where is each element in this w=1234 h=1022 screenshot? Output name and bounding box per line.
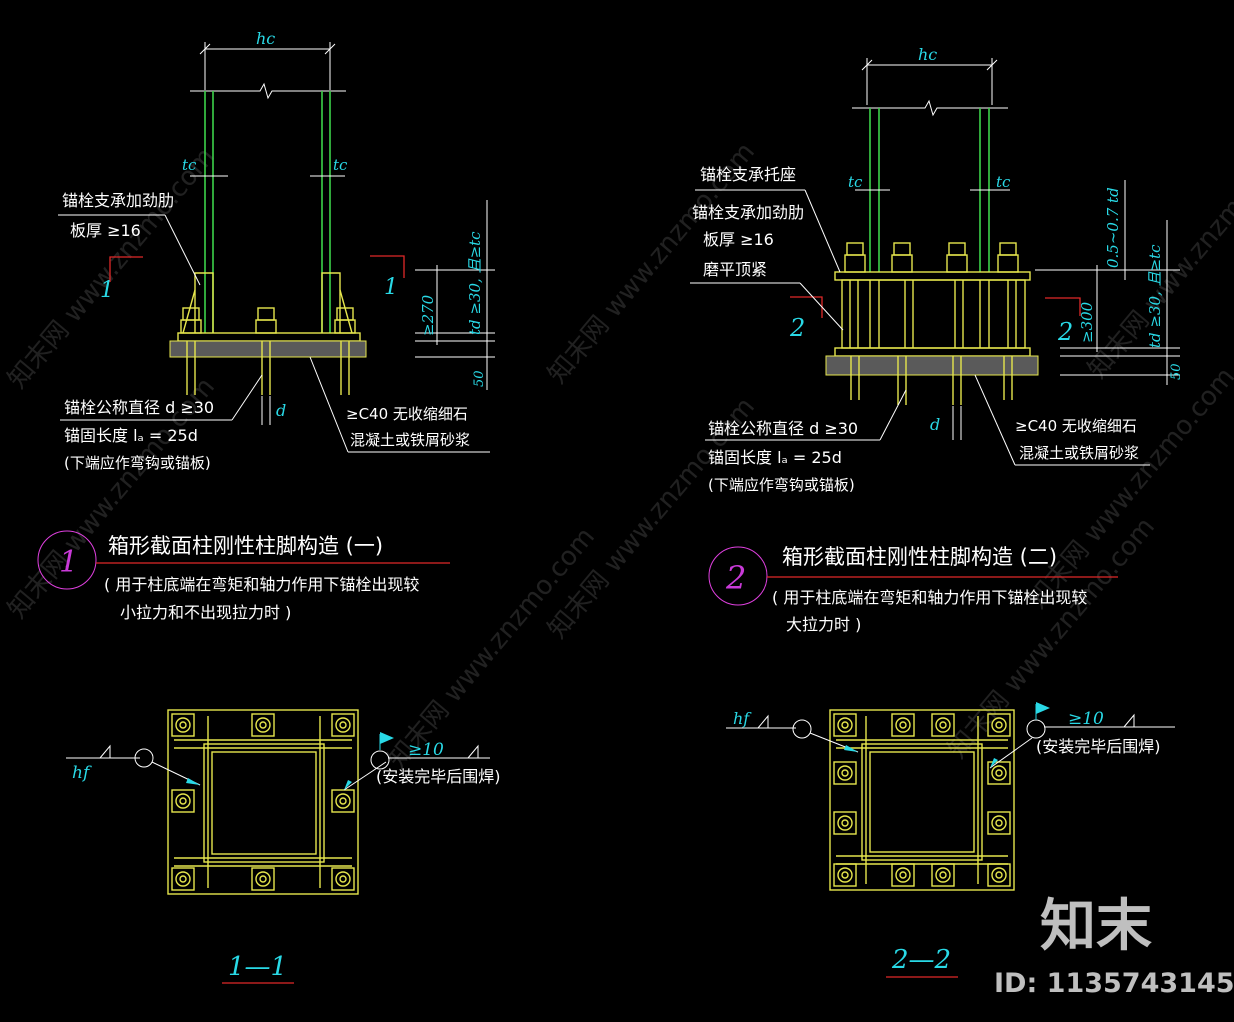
stiffener-label-3: 磨平顶紧 xyxy=(703,260,767,279)
watermark-text: 知末网 www.znzmo.com xyxy=(382,522,601,774)
stiffener-label-1: 锚栓支承加劲肋 xyxy=(692,203,804,222)
dim-hc: hc xyxy=(918,45,937,64)
stiffener-label-2: 板厚 ≥16 xyxy=(703,230,774,249)
detail-subtitle-1: ( 用于柱底端在弯矩和轴力作用下锚栓出现较 xyxy=(104,575,419,594)
grout-label-1: ≥C40 无收缩细石 xyxy=(1015,417,1137,435)
stiffener-label-2: 板厚 ≥16 xyxy=(70,221,141,240)
bolt-label-2: 锚固长度 lₐ = 25d xyxy=(64,426,198,445)
detail-subtitle-1: ( 用于柱底端在弯矩和轴力作用下锚栓出现较 xyxy=(772,588,1087,607)
weld-hf: hf xyxy=(733,709,752,728)
detail-title: 箱形截面柱刚性柱脚构造 (一) xyxy=(108,534,383,558)
anchor-bolt xyxy=(844,242,1019,405)
dim-td: td ≥30, 且≥tc xyxy=(1146,244,1164,348)
detail-subtitle-2: 大拉力时 ) xyxy=(786,615,861,634)
seat-label: 锚栓支承托座 xyxy=(700,165,796,184)
section-mark-right: 1 xyxy=(384,275,398,300)
stiffener-ribs xyxy=(841,279,1026,349)
dim-50: 50 xyxy=(1169,363,1184,380)
bolt-label-1: 锚栓公称直径 d ≥30 xyxy=(708,419,858,438)
detail-1-elevation: hc tc tc d xyxy=(37,29,495,622)
weld-hf: hf xyxy=(72,763,92,783)
grout-label-2: 混凝土或铁屑砂浆 xyxy=(350,431,470,449)
dim-300: ≥300 xyxy=(1078,301,1096,343)
detail-number: 1 xyxy=(59,545,78,580)
dim-tc-left: tc xyxy=(848,173,863,191)
logo-text: 知末 xyxy=(1040,894,1152,959)
section-mark-left: 2 xyxy=(789,314,805,342)
weld-note: (安装完毕后围焊) xyxy=(1036,737,1161,756)
bolt-label-3: (下端应作弯钩或锚板) xyxy=(708,476,855,494)
dim-hc: hc xyxy=(256,29,275,48)
dim-td: td ≥30, 且≥tc xyxy=(466,231,484,335)
anchor-bolt xyxy=(180,307,356,395)
bolt-plan xyxy=(171,713,355,891)
grout-label-2: 混凝土或铁屑砂浆 xyxy=(1019,444,1139,462)
watermark-logo: 知末 ID: 1135743145 xyxy=(994,894,1234,999)
dim-d: d xyxy=(276,401,286,420)
dim-270: ≥270 xyxy=(419,294,437,336)
grout-label-1: ≥C40 无收缩细石 xyxy=(346,405,468,423)
section-mark-left: 1 xyxy=(100,278,114,303)
weld-10: ≥10 xyxy=(408,740,444,760)
bolt-label-1: 锚栓公称直径 d ≥30 xyxy=(64,398,214,417)
stiffener-label-1: 锚栓支承加劲肋 xyxy=(62,191,174,210)
weld-note: (安装完毕后围焊) xyxy=(376,767,501,786)
detail-subtitle-2: 小拉力和不出现拉力时 ) xyxy=(120,603,291,622)
image-id: ID: 1135743145 xyxy=(994,968,1234,999)
dim-d: d xyxy=(930,415,940,434)
plan-1-1: hf ≥10 (安装完毕后围焊) 1—1 xyxy=(66,709,501,984)
dim-tc-right: tc xyxy=(996,173,1011,191)
detail-2-elevation: hc tc tc xyxy=(690,45,1184,634)
section-label: 2—2 xyxy=(891,945,951,975)
dim-50: 50 xyxy=(472,370,487,387)
section-label: 1—1 xyxy=(228,952,287,982)
detail-number: 2 xyxy=(725,559,746,597)
dim-07: 0.5~0.7 td xyxy=(1104,187,1122,268)
dim-tc-left: tc xyxy=(182,156,197,174)
plan-2-2: hf ≥10 (安装完毕后围焊) 2—2 xyxy=(726,702,1175,978)
dim-tc-right: tc xyxy=(333,156,348,174)
weld-10: ≥10 xyxy=(1068,709,1104,729)
detail-title: 箱形截面柱刚性柱脚构造 (二) xyxy=(782,545,1057,569)
bolt-label-2: 锚固长度 lₐ = 25d xyxy=(708,448,842,467)
section-mark-right: 2 xyxy=(1057,318,1073,346)
bolt-label-3: (下端应作弯钩或锚板) xyxy=(64,454,211,472)
